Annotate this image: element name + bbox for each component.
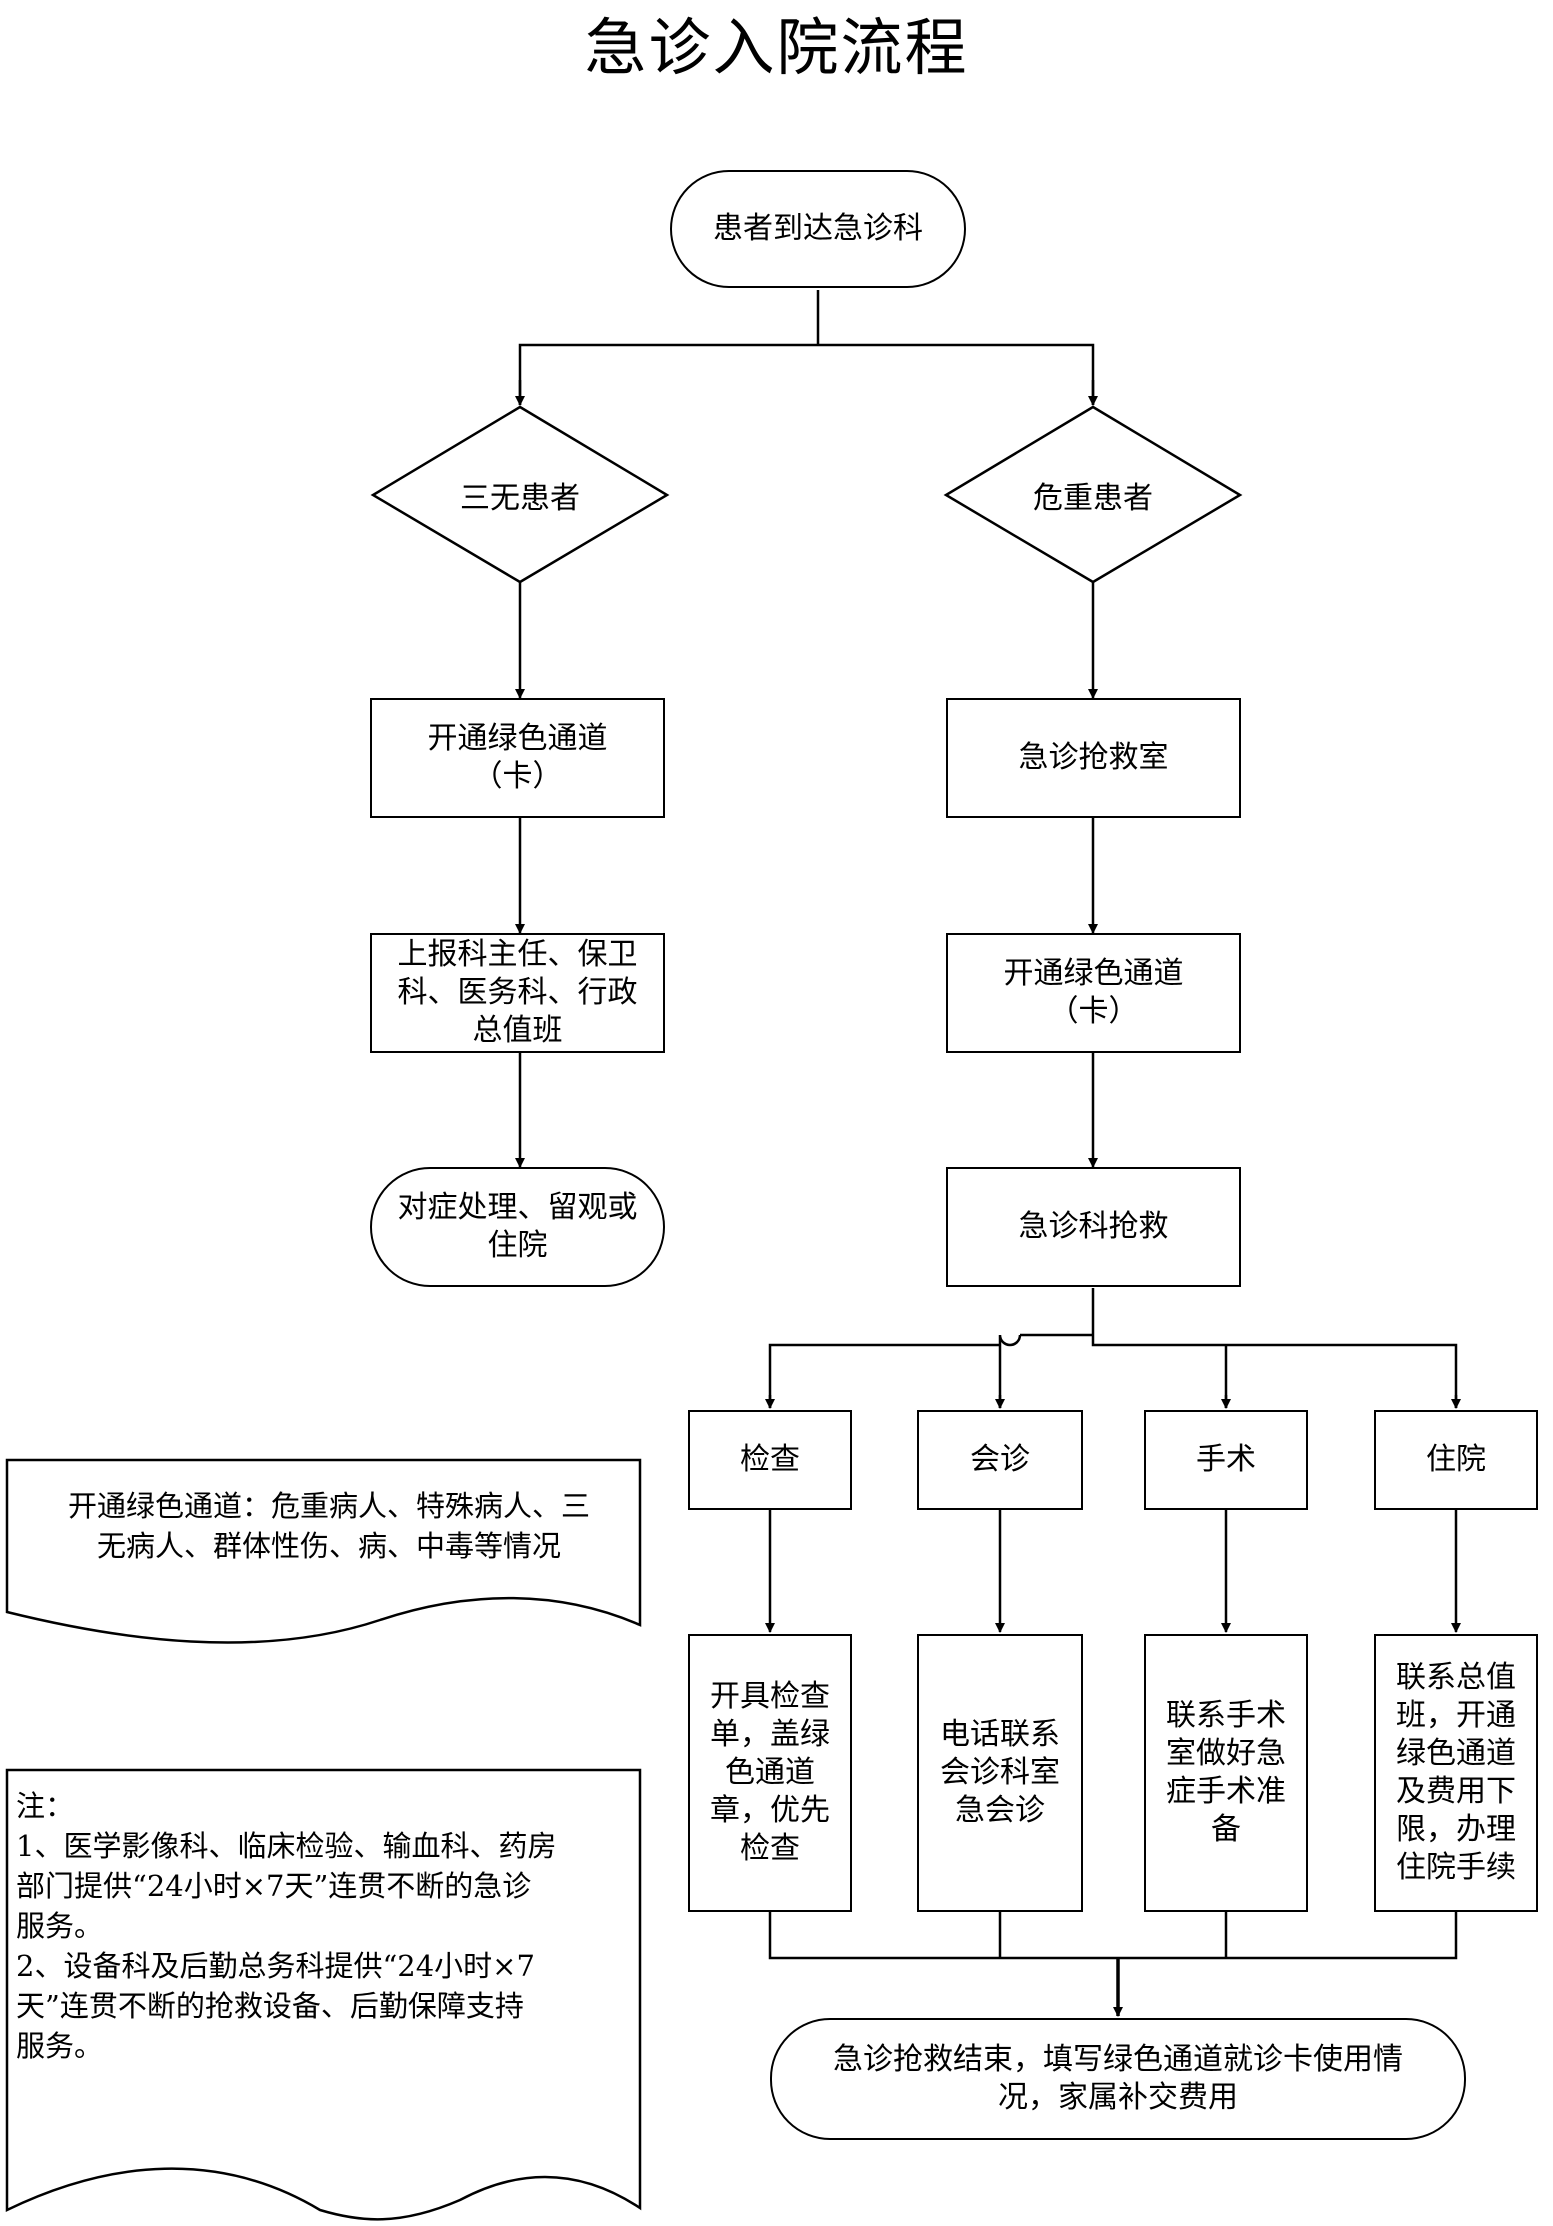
connector-start-split bbox=[518, 290, 1095, 405]
left-end-node: 对症处理、留观或 住院 bbox=[370, 1167, 665, 1287]
action-label: 检查 bbox=[740, 1442, 800, 1477]
start-node: 患者到达急诊科 bbox=[670, 170, 966, 288]
emergency-rescue-box: 急诊科抢救 bbox=[946, 1167, 1241, 1287]
note-green-channel: 开通绿色通道：危重病人、特殊病人、三 无病人、群体性伤、病、中毒等情况 bbox=[67, 1489, 590, 1563]
left-report-box: 上报科主任、保卫 科、医务科、行政 总值班 bbox=[370, 933, 665, 1053]
left-report-label: 上报科主任、保卫 科、医务科、行政 总值班 bbox=[397, 937, 638, 1048]
left-end-label: 对症处理、留观或 住院 bbox=[397, 1190, 638, 1263]
action-box-admission: 住院 bbox=[1374, 1410, 1538, 1510]
action-label: 住院 bbox=[1426, 1442, 1486, 1477]
connector-merge bbox=[768, 1912, 1458, 1960]
detail-label: 联系手术 室做好急 症手术准 备 bbox=[1166, 1698, 1286, 1847]
note-shape-green-channel bbox=[5, 1458, 642, 1644]
detail-label: 开具检查 单，盖绿 色通道 章，优先 检查 bbox=[710, 1679, 830, 1866]
action-label: 手术 bbox=[1196, 1442, 1256, 1477]
final-node: 急诊抢救结束，填写绿色通道就诊卡使用情 况，家属补交费用 bbox=[770, 2018, 1466, 2140]
start-node-label: 患者到达急诊科 bbox=[713, 211, 923, 246]
detail-box-admission: 联系总值 班，开通 绿色通道 及费用下 限，办理 住院手续 bbox=[1374, 1634, 1538, 1912]
rescue-room-label: 急诊抢救室 bbox=[1018, 740, 1169, 775]
note-shape-remarks bbox=[5, 1768, 642, 2221]
note-remarks: 注： 1、医学影像科、临床检验、输血科、药房 部门提供“24小时×7天”连贯不断… bbox=[16, 1789, 557, 2063]
final-node-label: 急诊抢救结束，填写绿色通道就诊卡使用情 况，家属补交费用 bbox=[833, 2042, 1403, 2115]
decision-left-label: 三无患者 bbox=[460, 481, 580, 516]
detail-box-exam: 开具检查 单，盖绿 色通道 章，优先 检查 bbox=[688, 1634, 852, 1912]
decision-right-label: 危重患者 bbox=[1033, 481, 1153, 516]
rescue-room-box: 急诊抢救室 bbox=[946, 698, 1241, 818]
left-green-channel-box: 开通绿色通道 （卡） bbox=[370, 698, 665, 818]
connector-fan-out bbox=[768, 1288, 1458, 1408]
left-green-channel-label: 开通绿色通道 （卡） bbox=[427, 721, 608, 794]
action-label: 会诊 bbox=[970, 1442, 1030, 1477]
detail-label: 联系总值 班，开通 绿色通道 及费用下 限，办理 住院手续 bbox=[1396, 1660, 1516, 1885]
right-green-channel-label: 开通绿色通道 （卡） bbox=[1003, 956, 1184, 1029]
detail-box-consult: 电话联系 会诊科室 急会诊 bbox=[917, 1634, 1083, 1912]
page-title: 急诊入院流程 bbox=[584, 11, 969, 84]
detail-label: 电话联系 会诊科室 急会诊 bbox=[940, 1717, 1060, 1828]
action-box-surgery: 手术 bbox=[1144, 1410, 1308, 1510]
detail-box-surgery: 联系手术 室做好急 症手术准 备 bbox=[1144, 1634, 1308, 1912]
action-box-consult: 会诊 bbox=[917, 1410, 1083, 1510]
right-green-channel-box: 开通绿色通道 （卡） bbox=[946, 933, 1241, 1053]
emergency-rescue-label: 急诊科抢救 bbox=[1018, 1209, 1169, 1244]
action-box-exam: 检查 bbox=[688, 1410, 852, 1510]
